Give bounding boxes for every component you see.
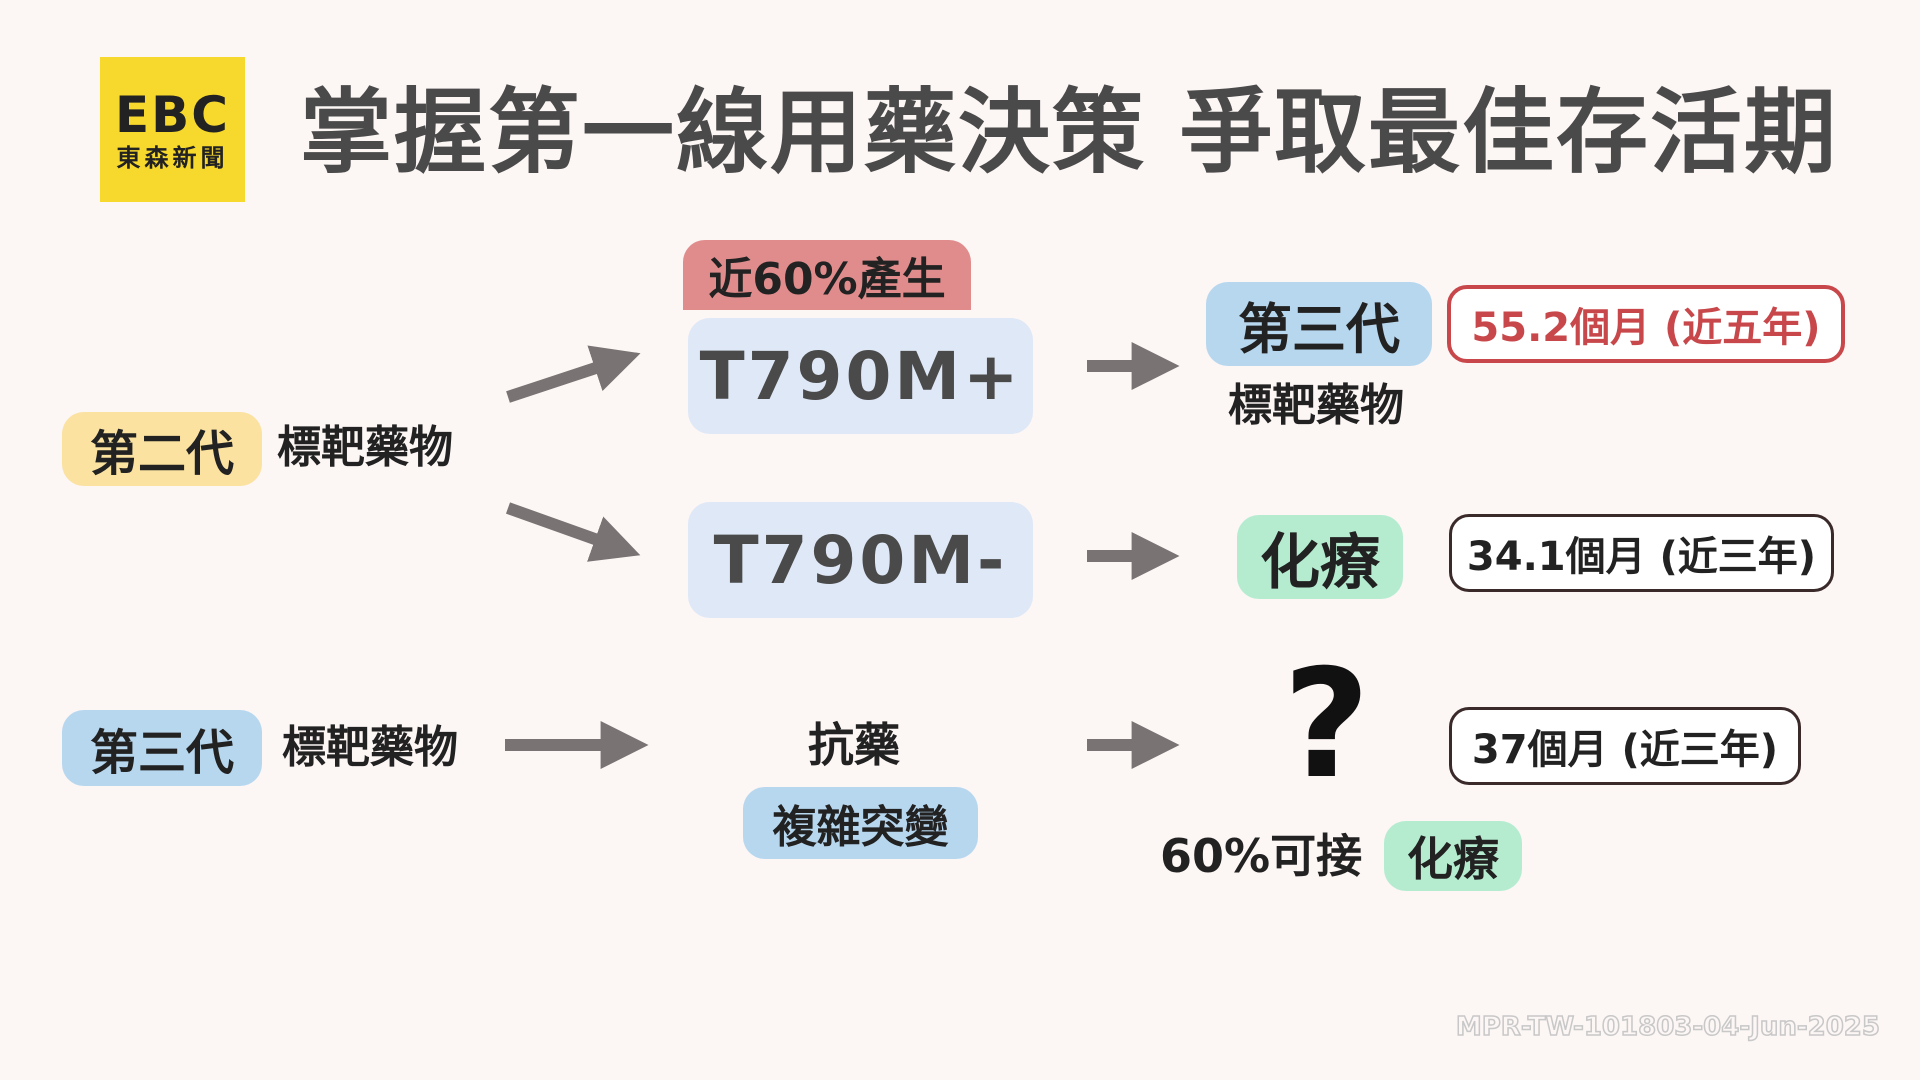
page-title: 掌握第一線用藥決策 爭取最佳存活期 (300, 79, 1839, 186)
t790m-plus-box: T790M+ (688, 318, 1033, 434)
gen2-badge: 第二代 (62, 412, 262, 486)
result-unknown-survival: 37個月 (近三年) (1449, 707, 1801, 785)
logo-brand: EBC (115, 85, 230, 144)
chemo-badge: 化療 (1237, 515, 1403, 599)
gen2-label: 標靶藥物 (277, 422, 453, 473)
document-code-watermark: MPR-TW-101803-04-Jun-2025 (1455, 1011, 1881, 1043)
ebc-logo: EBC 東森新聞 (100, 57, 245, 202)
complex-mutation-badge: 複雜突變 (743, 787, 978, 859)
resistance-rate-tab: 近60%產生 (683, 240, 971, 310)
sixty-percent-label: 60%可接 (1160, 829, 1363, 883)
chemo-badge-secondary: 化療 (1384, 821, 1522, 891)
question-mark-icon: ? (1283, 638, 1371, 812)
arrow-down-to-t790m-minus (505, 502, 641, 562)
t790m-minus-box: T790M- (688, 502, 1033, 618)
resistance-label: 抗藥 (808, 718, 900, 772)
gen3-badge-left: 第三代 (62, 710, 262, 786)
logo-name: 東森新聞 (116, 143, 229, 172)
gen3-label-right: 標靶藥物 (1228, 380, 1404, 431)
result-chemo-survival: 34.1個月 (近三年) (1449, 514, 1834, 592)
result-gen3-survival: 55.2個月 (近五年) (1447, 285, 1845, 363)
arrow-up-to-t790m-plus (506, 345, 641, 403)
gen3-label-left: 標靶藥物 (282, 722, 458, 773)
gen3-badge-right: 第三代 (1206, 282, 1432, 366)
